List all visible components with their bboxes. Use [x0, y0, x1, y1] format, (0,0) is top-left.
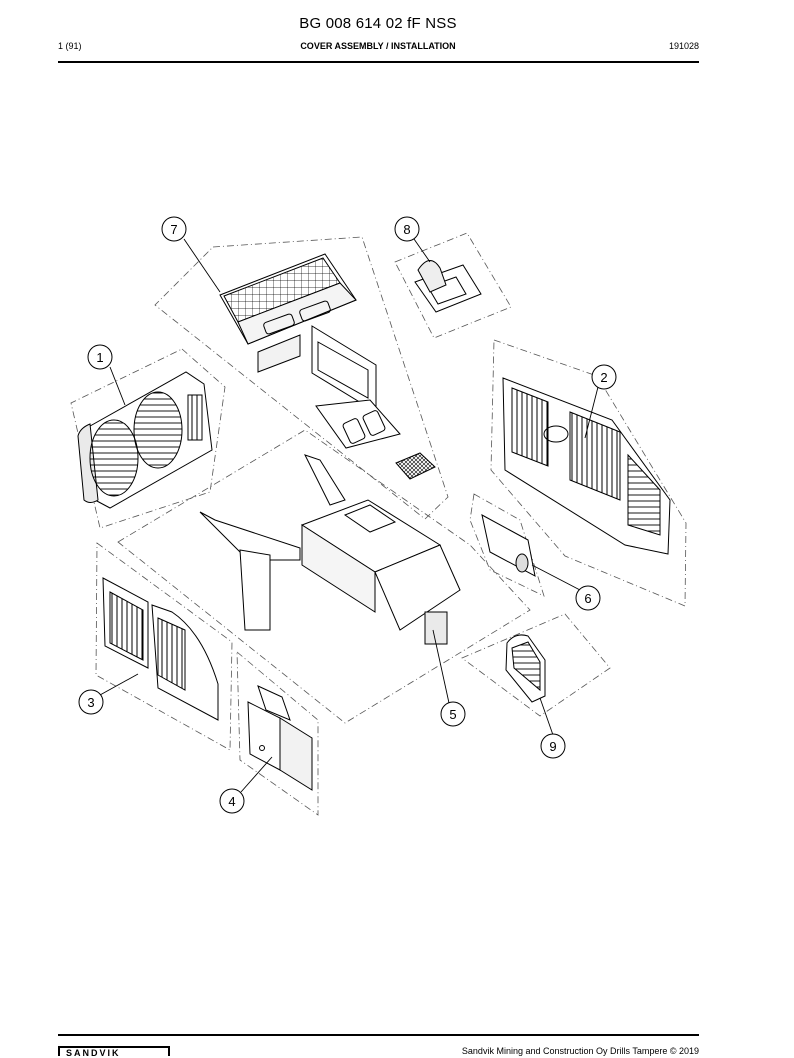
callout-1: 1 [87, 344, 113, 370]
header-rule [58, 61, 699, 63]
callout-label-2: 2 [600, 370, 607, 385]
boundary-group-4 [236, 651, 319, 816]
document-id: BG 008 614 02 fF NSS [299, 15, 457, 32]
page-number: 1 (91) [58, 41, 82, 51]
callout-label-3: 3 [87, 695, 94, 710]
callout-label-5: 5 [449, 707, 456, 722]
callout-3: 3 [78, 689, 104, 715]
callout-9: 9 [540, 733, 566, 759]
callout-4: 4 [219, 788, 245, 814]
boundary-group-9 [461, 613, 611, 717]
part-1-front-cover [77, 371, 213, 509]
part-9-corner-grille [505, 634, 546, 703]
sandvik-logo: SANDVIK [58, 1046, 170, 1058]
date-code: 191028 [668, 41, 699, 51]
boundary-group-1 [70, 348, 226, 529]
callout-label-7: 7 [170, 222, 177, 237]
callout-2: 2 [591, 364, 617, 390]
callout-label-9: 9 [549, 739, 556, 754]
part-3-side-cover [102, 577, 219, 721]
callout-8: 8 [394, 216, 420, 242]
part-7-roof-grille [219, 253, 436, 480]
boundary-group-main [117, 429, 531, 724]
callout-label-6: 6 [584, 591, 591, 606]
callout-6: 6 [575, 585, 601, 611]
callout-7: 7 [161, 216, 187, 242]
section-title: COVER ASSEMBLY / INSTALLATION [300, 41, 456, 51]
boundary-group-2 [490, 339, 687, 607]
boundary-group-3 [95, 542, 233, 751]
part-5-main-frame [199, 454, 461, 645]
group-boundaries [70, 232, 687, 816]
boundary-group-6 [469, 493, 545, 597]
part-6-access-plate [481, 514, 536, 577]
logo-text: SANDVIK [66, 1048, 121, 1058]
footer-rule [58, 1034, 699, 1036]
part-8-hatch [414, 260, 482, 313]
copyright: Sandvik Mining and Construction Oy Drill… [461, 1046, 699, 1056]
callout-label-4: 4 [228, 794, 235, 809]
callout-label-1: 1 [96, 350, 103, 365]
leader-lines [99, 238, 599, 793]
callout-label-8: 8 [403, 222, 410, 237]
boundary-group-7 [154, 236, 449, 520]
part-2-side-grille [502, 377, 671, 555]
part-4-side-panel [247, 685, 313, 791]
callout-5: 5 [440, 701, 466, 727]
callouts: 7 8 1 2 6 3 5 9 4 [78, 216, 617, 814]
